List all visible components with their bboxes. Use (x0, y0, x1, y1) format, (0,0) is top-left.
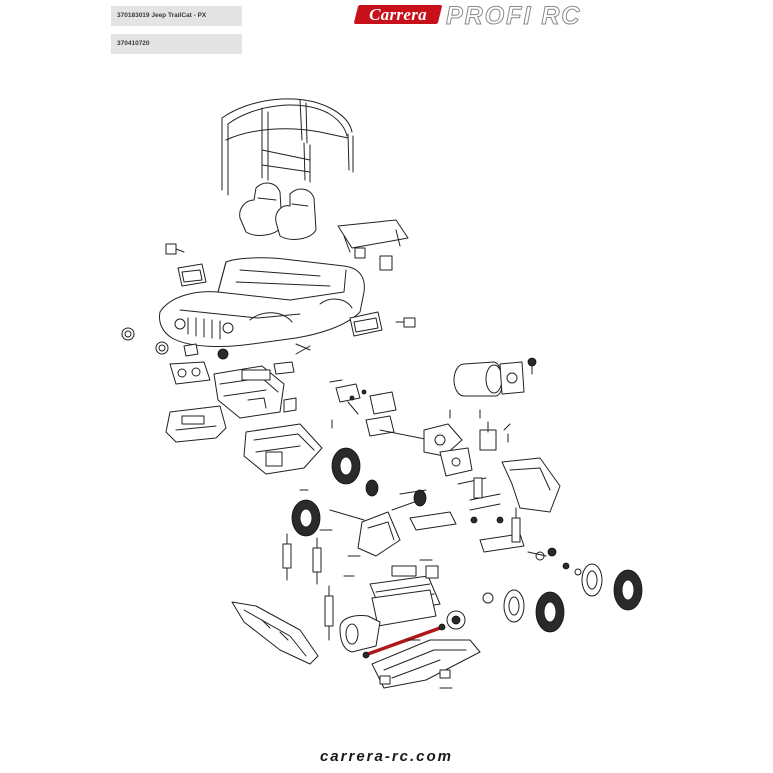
drive-shaft-highlighted (362, 623, 446, 659)
rear-shock-tower (479, 421, 561, 513)
part-number-label: 370410720 (111, 34, 242, 54)
motor-assembly (453, 357, 537, 397)
spur-gear (446, 592, 494, 630)
steering-knuckles (399, 447, 487, 495)
side-mirrors (165, 243, 416, 328)
front-tire-lower (291, 499, 321, 537)
receiver-box (339, 615, 381, 653)
rear-wheel-rim (503, 563, 603, 623)
shock-absorbers (282, 477, 521, 641)
front-bumper (165, 405, 227, 443)
suspension-arms (409, 493, 525, 553)
center-gearbox (329, 479, 427, 557)
battery-box (369, 565, 441, 627)
headlight-rings (121, 327, 169, 355)
rear-tires (535, 569, 643, 633)
front-bumper-guard (231, 601, 319, 665)
profi-rc-logo: PROFI RC (445, 2, 582, 31)
hubs-hardware (527, 547, 582, 576)
screws (299, 409, 509, 689)
kit-title-label: 370183019 Jeep TrailCat - PX (111, 6, 242, 26)
front-tire-upper (331, 447, 361, 485)
roll-cage (221, 98, 354, 196)
wheel-tire-small (217, 343, 311, 375)
interior-tub (213, 365, 297, 419)
seats (239, 182, 317, 240)
servo-parts (329, 379, 463, 457)
footer-url[interactable]: carrera-rc.com (319, 748, 454, 765)
underbody-tray (243, 423, 323, 475)
roll-bar-rear (261, 139, 311, 183)
light-bucket (169, 343, 211, 385)
jeep-body-shell (159, 257, 365, 347)
rear-panel (337, 219, 409, 271)
chassis-plate (371, 639, 481, 689)
side-windows (177, 263, 383, 337)
